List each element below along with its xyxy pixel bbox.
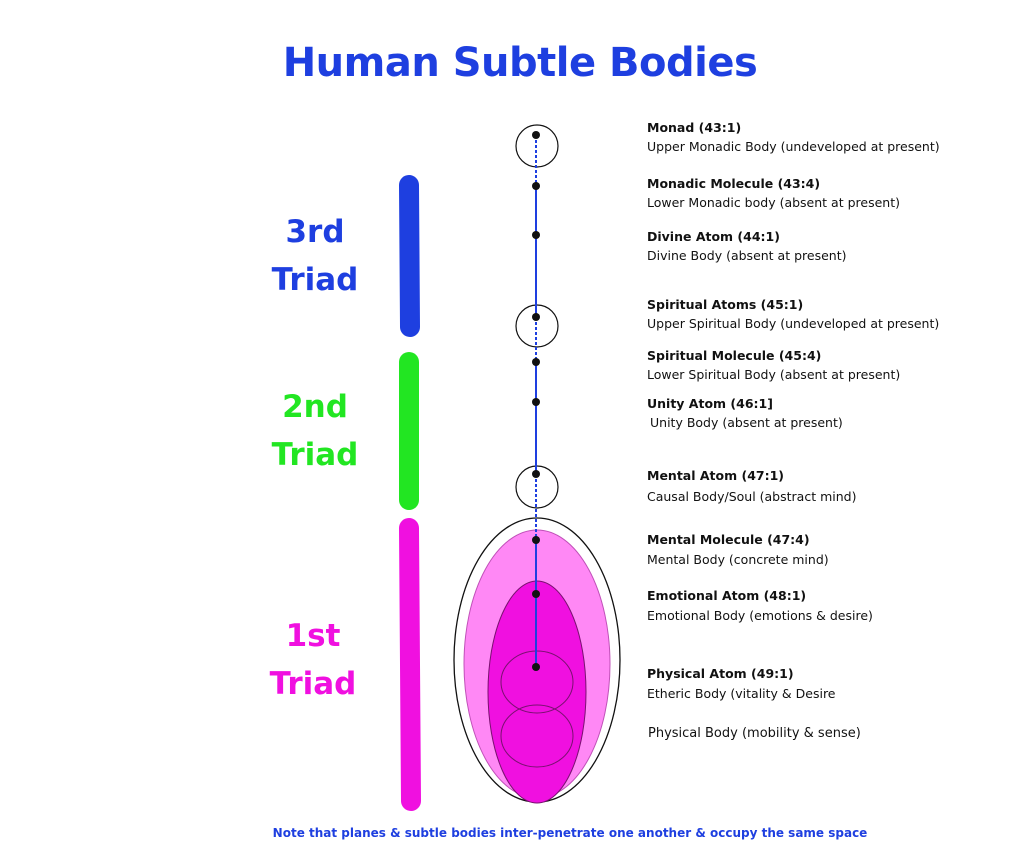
third-triad-label: 3rd Triad xyxy=(271,214,359,298)
atom-dot-spiritual-atoms xyxy=(532,313,540,321)
physical-body-label: Physical Body (mobility & sense) xyxy=(648,726,861,741)
plane-label-mental-molecule: Mental Molecule (47:4) Mental Body (conc… xyxy=(647,532,829,567)
physical-body-shape xyxy=(500,704,574,768)
second-triad-label: 2nd Triad xyxy=(271,389,359,473)
atom-dot-unity-atom xyxy=(532,398,540,406)
plane-label-spiritual-molecule: Spiritual Molecule (45:4) Lower Spiritua… xyxy=(647,348,901,382)
footnote: Note that planes & subtle bodies inter-p… xyxy=(272,826,868,840)
first-triad-label: 1st Triad xyxy=(269,618,357,702)
atom-dot-emotional-atom xyxy=(532,590,540,598)
atom-dot-monadic-molecule xyxy=(532,182,540,190)
atom-dot-mental-molecule xyxy=(532,536,540,544)
plane-label-divine-atom: Divine Atom (44:1) Divine Body (absent a… xyxy=(647,229,847,263)
atom-dot-mental-atom xyxy=(532,470,540,478)
atom-dot-monad xyxy=(532,131,540,139)
plane-label-monadic-molecule: Monadic Molecule (43:4) Lower Monadic bo… xyxy=(647,176,900,210)
page-title: Human Subtle Bodies xyxy=(282,40,758,86)
atom-dot-divine-atom xyxy=(532,231,540,239)
plane-label-unity-atom: Unity Atom (46:1] Unity Body (absent at … xyxy=(647,396,843,430)
plane-label-spiritual-atoms: Spiritual Atoms (45:1) Upper Spiritual B… xyxy=(647,297,940,331)
plane-label-monad: Monad (43:1) Upper Monadic Body (undevel… xyxy=(647,120,940,154)
plane-label-mental-atom: Mental Atom (47:1) Causal Body/Soul (abs… xyxy=(647,468,857,504)
atom-dot-physical-atom xyxy=(532,663,540,671)
plane-label-emotional-atom: Emotional Atom (48:1) Emotional Body (em… xyxy=(647,588,873,623)
atom-dot-spiritual-molecule xyxy=(532,358,540,366)
third-triad-bar xyxy=(399,175,420,337)
plane-label-physical-atom: Physical Atom (49:1) Etheric Body (vital… xyxy=(647,666,836,701)
first-triad-bar xyxy=(399,518,421,811)
